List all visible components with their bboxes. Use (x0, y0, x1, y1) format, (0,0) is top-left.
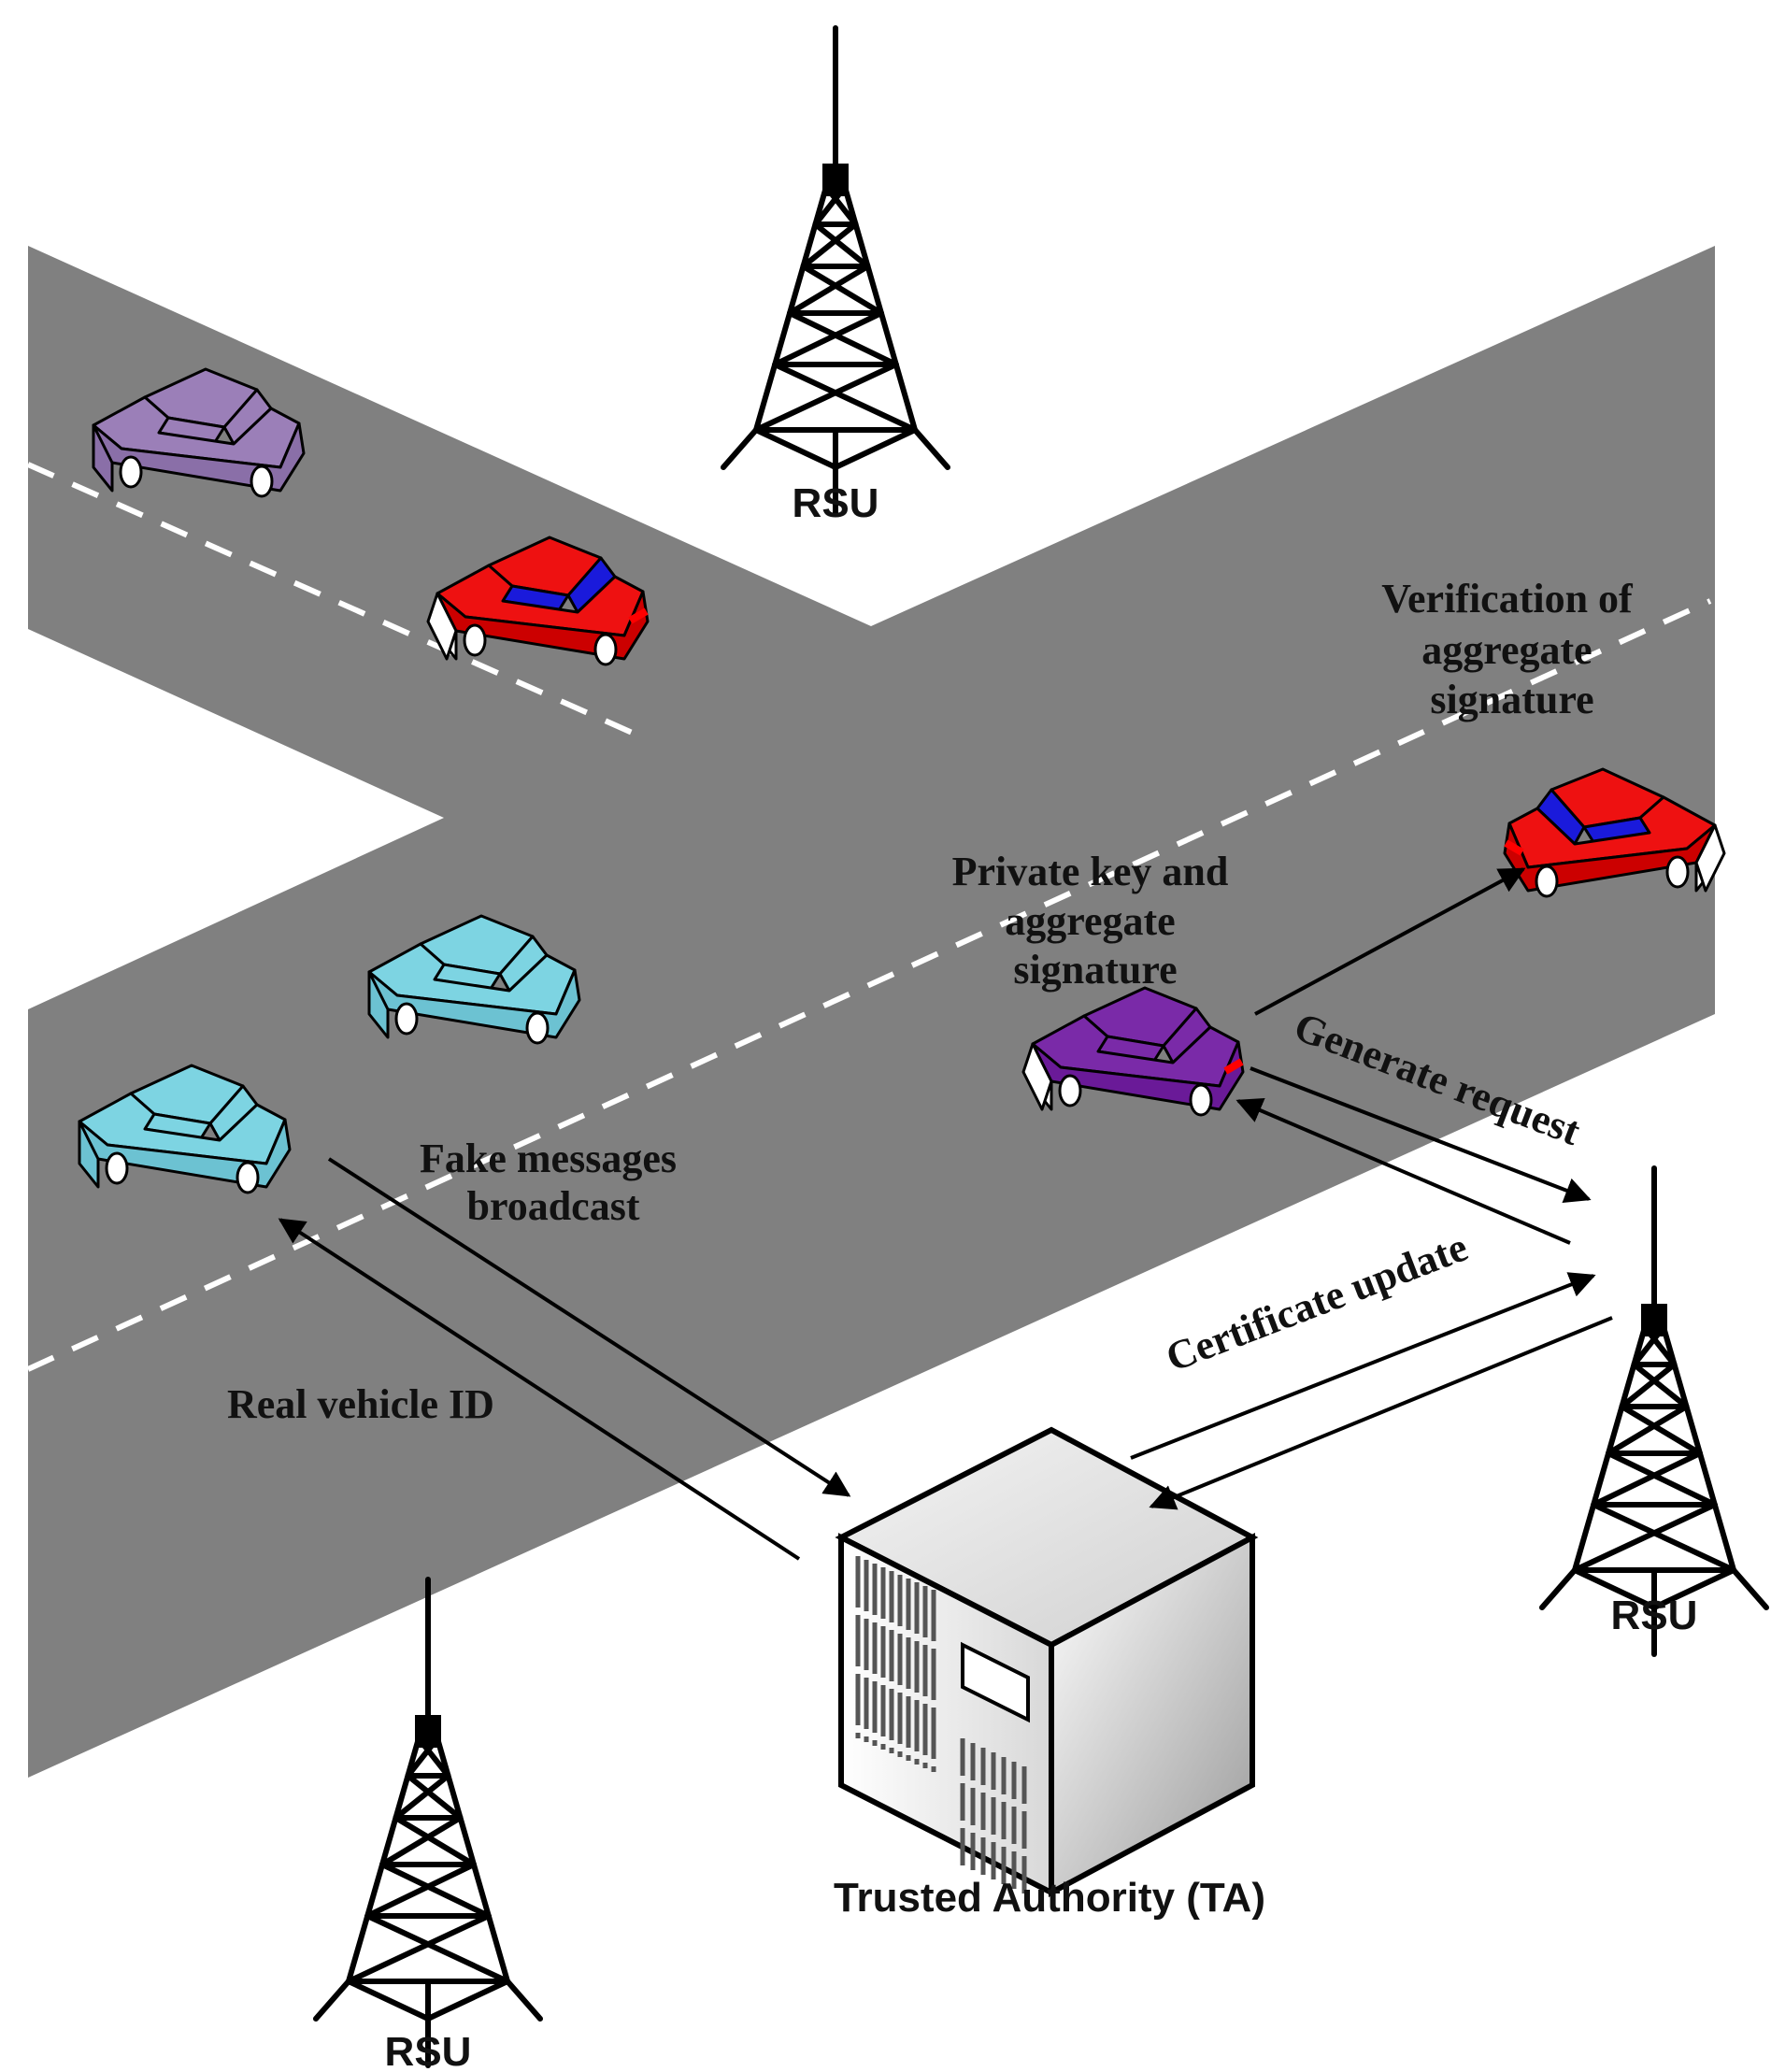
car-purple-dark-icon (1021, 986, 1245, 1117)
car-cyan-left-icon (78, 1064, 292, 1194)
arrow-real-vehicle-id (278, 1218, 801, 1561)
arrow-generate-request (1250, 1066, 1592, 1203)
lane-marking-upper (26, 462, 647, 741)
lane-marking-main (26, 598, 1712, 1372)
label-private-key: Private key and aggregate signature (952, 849, 1239, 993)
car-red-top-icon (426, 536, 650, 666)
ta-server-icon (835, 1426, 1259, 1898)
arrow-purple-to-red (1254, 867, 1526, 1016)
arrow-fake-messages (327, 1157, 851, 1497)
label-rsu-right: RSU (1611, 1593, 1698, 1638)
arrow-certificate-update (1130, 1272, 1596, 1460)
arrow-rsu-to-ta (1149, 1316, 1613, 1510)
label-ta: Trusted Authority (TA) (834, 1875, 1265, 1921)
label-rsu-top: RSU (793, 480, 879, 526)
label-rsu-bottom: RSU (385, 2029, 472, 2072)
arrows (278, 867, 1613, 1561)
arrow-rsu-to-purple (1235, 1098, 1571, 1245)
label-real-vehicle-id: Real vehicle ID (227, 1381, 494, 1427)
label-certificate-update: Certificate update (1160, 1223, 1474, 1380)
car-cyan-mid-icon (367, 914, 581, 1045)
car-red-right-icon (1503, 767, 1726, 898)
rsu-right-icon (1539, 1165, 1769, 1657)
car-purple-light-icon (92, 367, 306, 498)
label-verification: Verification of aggregate signature (1381, 576, 1642, 722)
label-fake-messages: Fake messages broadcast (420, 1136, 687, 1229)
rsu-top-icon (721, 25, 950, 517)
rsu-bottom-icon (313, 1577, 543, 2068)
